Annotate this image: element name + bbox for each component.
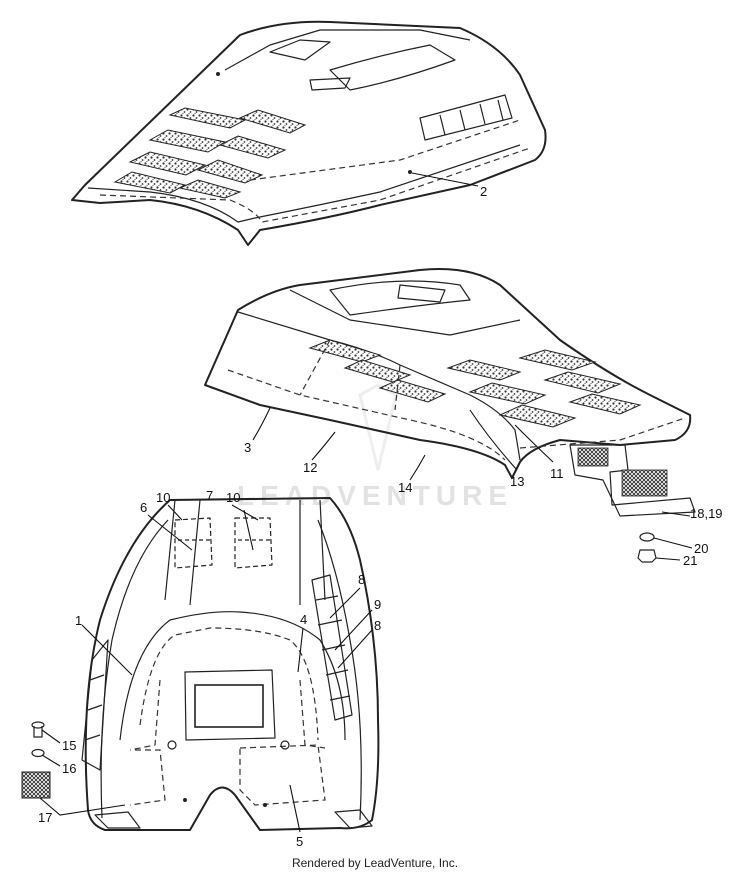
callout-14: 14 — [398, 480, 412, 495]
credit-footer: Rendered by LeadVenture, Inc. — [291, 856, 459, 870]
screen-part — [21, 771, 51, 799]
hood-middle-view — [204, 268, 696, 563]
middle-louvers — [308, 339, 642, 428]
callout-8-bottom: 8 — [374, 618, 381, 633]
hood-top-view — [71, 20, 547, 246]
nut-part — [637, 549, 657, 563]
callout-15: 15 — [62, 738, 76, 753]
callout-7: 7 — [206, 488, 213, 503]
callout-9: 9 — [374, 597, 381, 612]
screw-part — [31, 721, 45, 738]
leader-lines — [39, 172, 693, 833]
callout-4: 4 — [300, 612, 307, 627]
callout-21: 21 — [683, 553, 697, 568]
callout-18-19: 18,19 — [690, 506, 723, 521]
hood-underside-view — [21, 497, 380, 831]
callout-13: 13 — [510, 474, 524, 489]
callout-1: 1 — [75, 613, 82, 628]
callout-10-left: 10 — [156, 490, 170, 505]
side-vents — [81, 574, 353, 771]
callout-20: 20 — [694, 541, 708, 556]
callout-17: 17 — [38, 810, 52, 825]
watermark-logo — [358, 383, 398, 471]
callout-6: 6 — [140, 500, 147, 515]
top-louvers — [113, 107, 307, 199]
foam-pads — [174, 517, 273, 569]
washer-small-part — [31, 748, 45, 758]
callout-2: 2 — [480, 184, 487, 199]
callout-10-right: 10 — [226, 490, 240, 505]
watermark-text: LEADVENTURE — [237, 480, 513, 511]
callout-12: 12 — [303, 460, 317, 475]
bracket-part — [569, 444, 696, 517]
callout-8-top: 8 — [358, 572, 365, 587]
callout-5: 5 — [296, 834, 303, 849]
callout-16: 16 — [62, 761, 76, 776]
callout-numbers: 2 3 12 14 13 11 18,19 20 21 10 7 10 6 1 … — [38, 184, 723, 849]
callout-11: 11 — [550, 466, 564, 481]
callout-3: 3 — [244, 440, 251, 455]
washer-part — [639, 532, 655, 542]
